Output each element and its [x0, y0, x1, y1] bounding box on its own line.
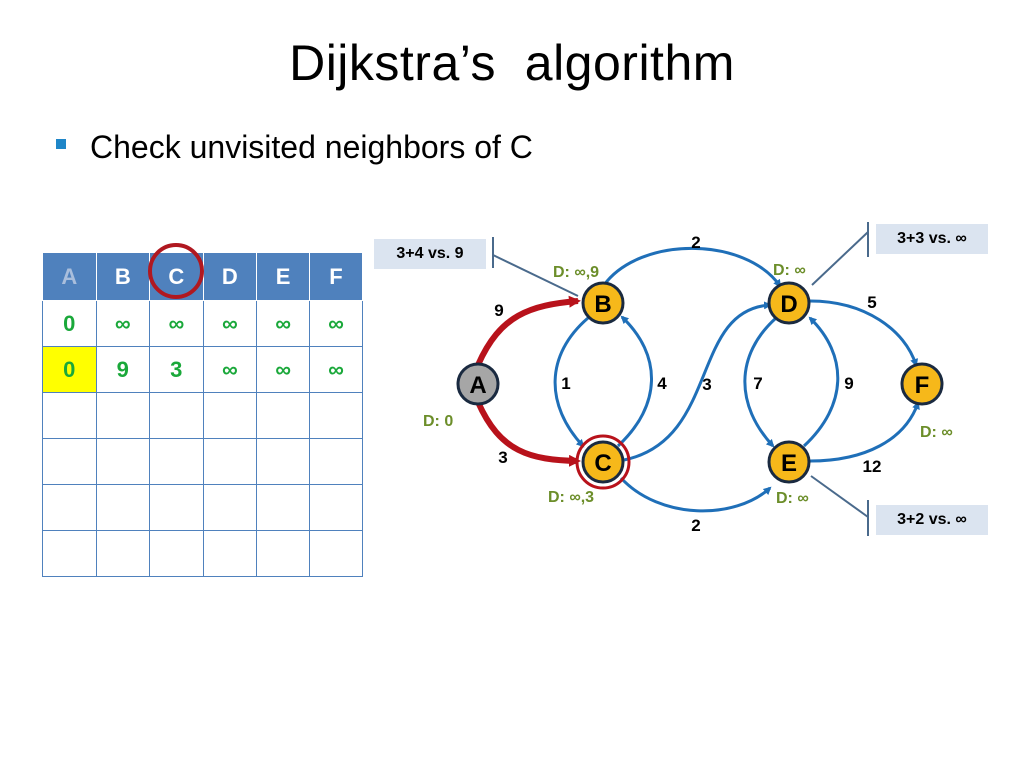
callout-d: 3+3 vs. ∞: [876, 224, 988, 254]
distance-c: D: ∞,3: [548, 489, 594, 506]
weight-a-c: 3: [498, 448, 507, 467]
callout-b-leader: [492, 254, 579, 297]
table-row: [42, 438, 363, 485]
weight-c-b: 4: [657, 374, 667, 393]
distance-d: D: ∞: [773, 262, 806, 279]
table-cell: 3: [149, 346, 204, 393]
table-row: 0 ∞ ∞ ∞ ∞ ∞: [42, 300, 363, 347]
node-d-label: D: [780, 291, 797, 318]
weight-e-f: 12: [863, 457, 882, 476]
edge-c-b: [616, 315, 653, 448]
edge-c-e: [619, 476, 772, 513]
table-row: [42, 530, 363, 577]
weight-c-d: 3: [702, 375, 711, 394]
callout-b: 3+4 vs. 9: [374, 239, 486, 269]
table-row: [42, 392, 363, 439]
node-d: [767, 281, 811, 325]
node-c-label: C: [594, 450, 611, 477]
node-a-label: A: [469, 372, 486, 399]
node-c: [581, 440, 625, 484]
edge-a-b: [475, 295, 581, 367]
distance-f: D: ∞: [920, 424, 953, 441]
edge-d-f: [809, 299, 919, 367]
table-cell: ∞: [256, 346, 310, 393]
table-cell: ∞: [256, 300, 310, 347]
distance-e: D: ∞: [776, 490, 809, 507]
bullet-text: Check unvisited neighbors of C: [90, 129, 533, 165]
edge-b-c: [553, 316, 589, 448]
weight-b-d: 2: [691, 233, 700, 252]
weight-d-f: 5: [867, 293, 876, 312]
bullet-item: Check unvisited neighbors of C: [56, 129, 533, 166]
table-cell: ∞: [202, 300, 258, 347]
bullet-square-icon: [56, 139, 66, 149]
callout-e-leader: [810, 475, 869, 518]
weight-e-d: 9: [844, 374, 853, 393]
header-f: F: [309, 253, 363, 301]
callout-d-leader: [811, 231, 869, 286]
edge-d-e: [743, 316, 778, 448]
edge-a-c: [475, 400, 581, 467]
current-node-ring: [575, 434, 631, 490]
edge-e-f: [809, 401, 920, 463]
header-a: A: [42, 253, 97, 301]
edge-c-d: [623, 301, 772, 462]
node-f-label: F: [915, 372, 930, 399]
table-cell: 9: [95, 346, 151, 393]
table-cell: 0: [42, 300, 97, 347]
header-b: B: [95, 253, 151, 301]
node-b-label: B: [594, 291, 611, 318]
table-cell: ∞: [149, 300, 204, 347]
distance-a: D: 0: [423, 413, 453, 430]
distance-b: D: ∞,9: [553, 264, 599, 281]
node-f: [900, 362, 944, 406]
weight-c-e: 2: [691, 516, 700, 535]
header-e: E: [256, 253, 310, 301]
table-header-row: A B C D E F: [42, 253, 363, 301]
node-e: [767, 440, 811, 484]
node-a: [456, 362, 500, 406]
current-column-circle: [148, 243, 204, 299]
node-b: [581, 281, 625, 325]
table-row: [42, 484, 363, 531]
distance-table: A B C D E F 0 ∞ ∞ ∞ ∞ ∞ 0 9 3 ∞ ∞ ∞: [42, 253, 363, 577]
table-cell: ∞: [309, 346, 363, 393]
callout-e: 3+2 vs. ∞: [876, 505, 988, 535]
table-cell: ∞: [309, 300, 363, 347]
edge-b-d: [602, 246, 782, 288]
weight-a-b: 9: [494, 301, 503, 320]
node-e-label: E: [781, 450, 797, 477]
table-cell-highlighted: 0: [42, 346, 97, 393]
weight-d-e: 7: [753, 374, 762, 393]
weight-b-c: 1: [561, 374, 570, 393]
edge-e-d: [802, 316, 840, 448]
slide-title: Dijkstra’s algorithm: [289, 35, 735, 91]
